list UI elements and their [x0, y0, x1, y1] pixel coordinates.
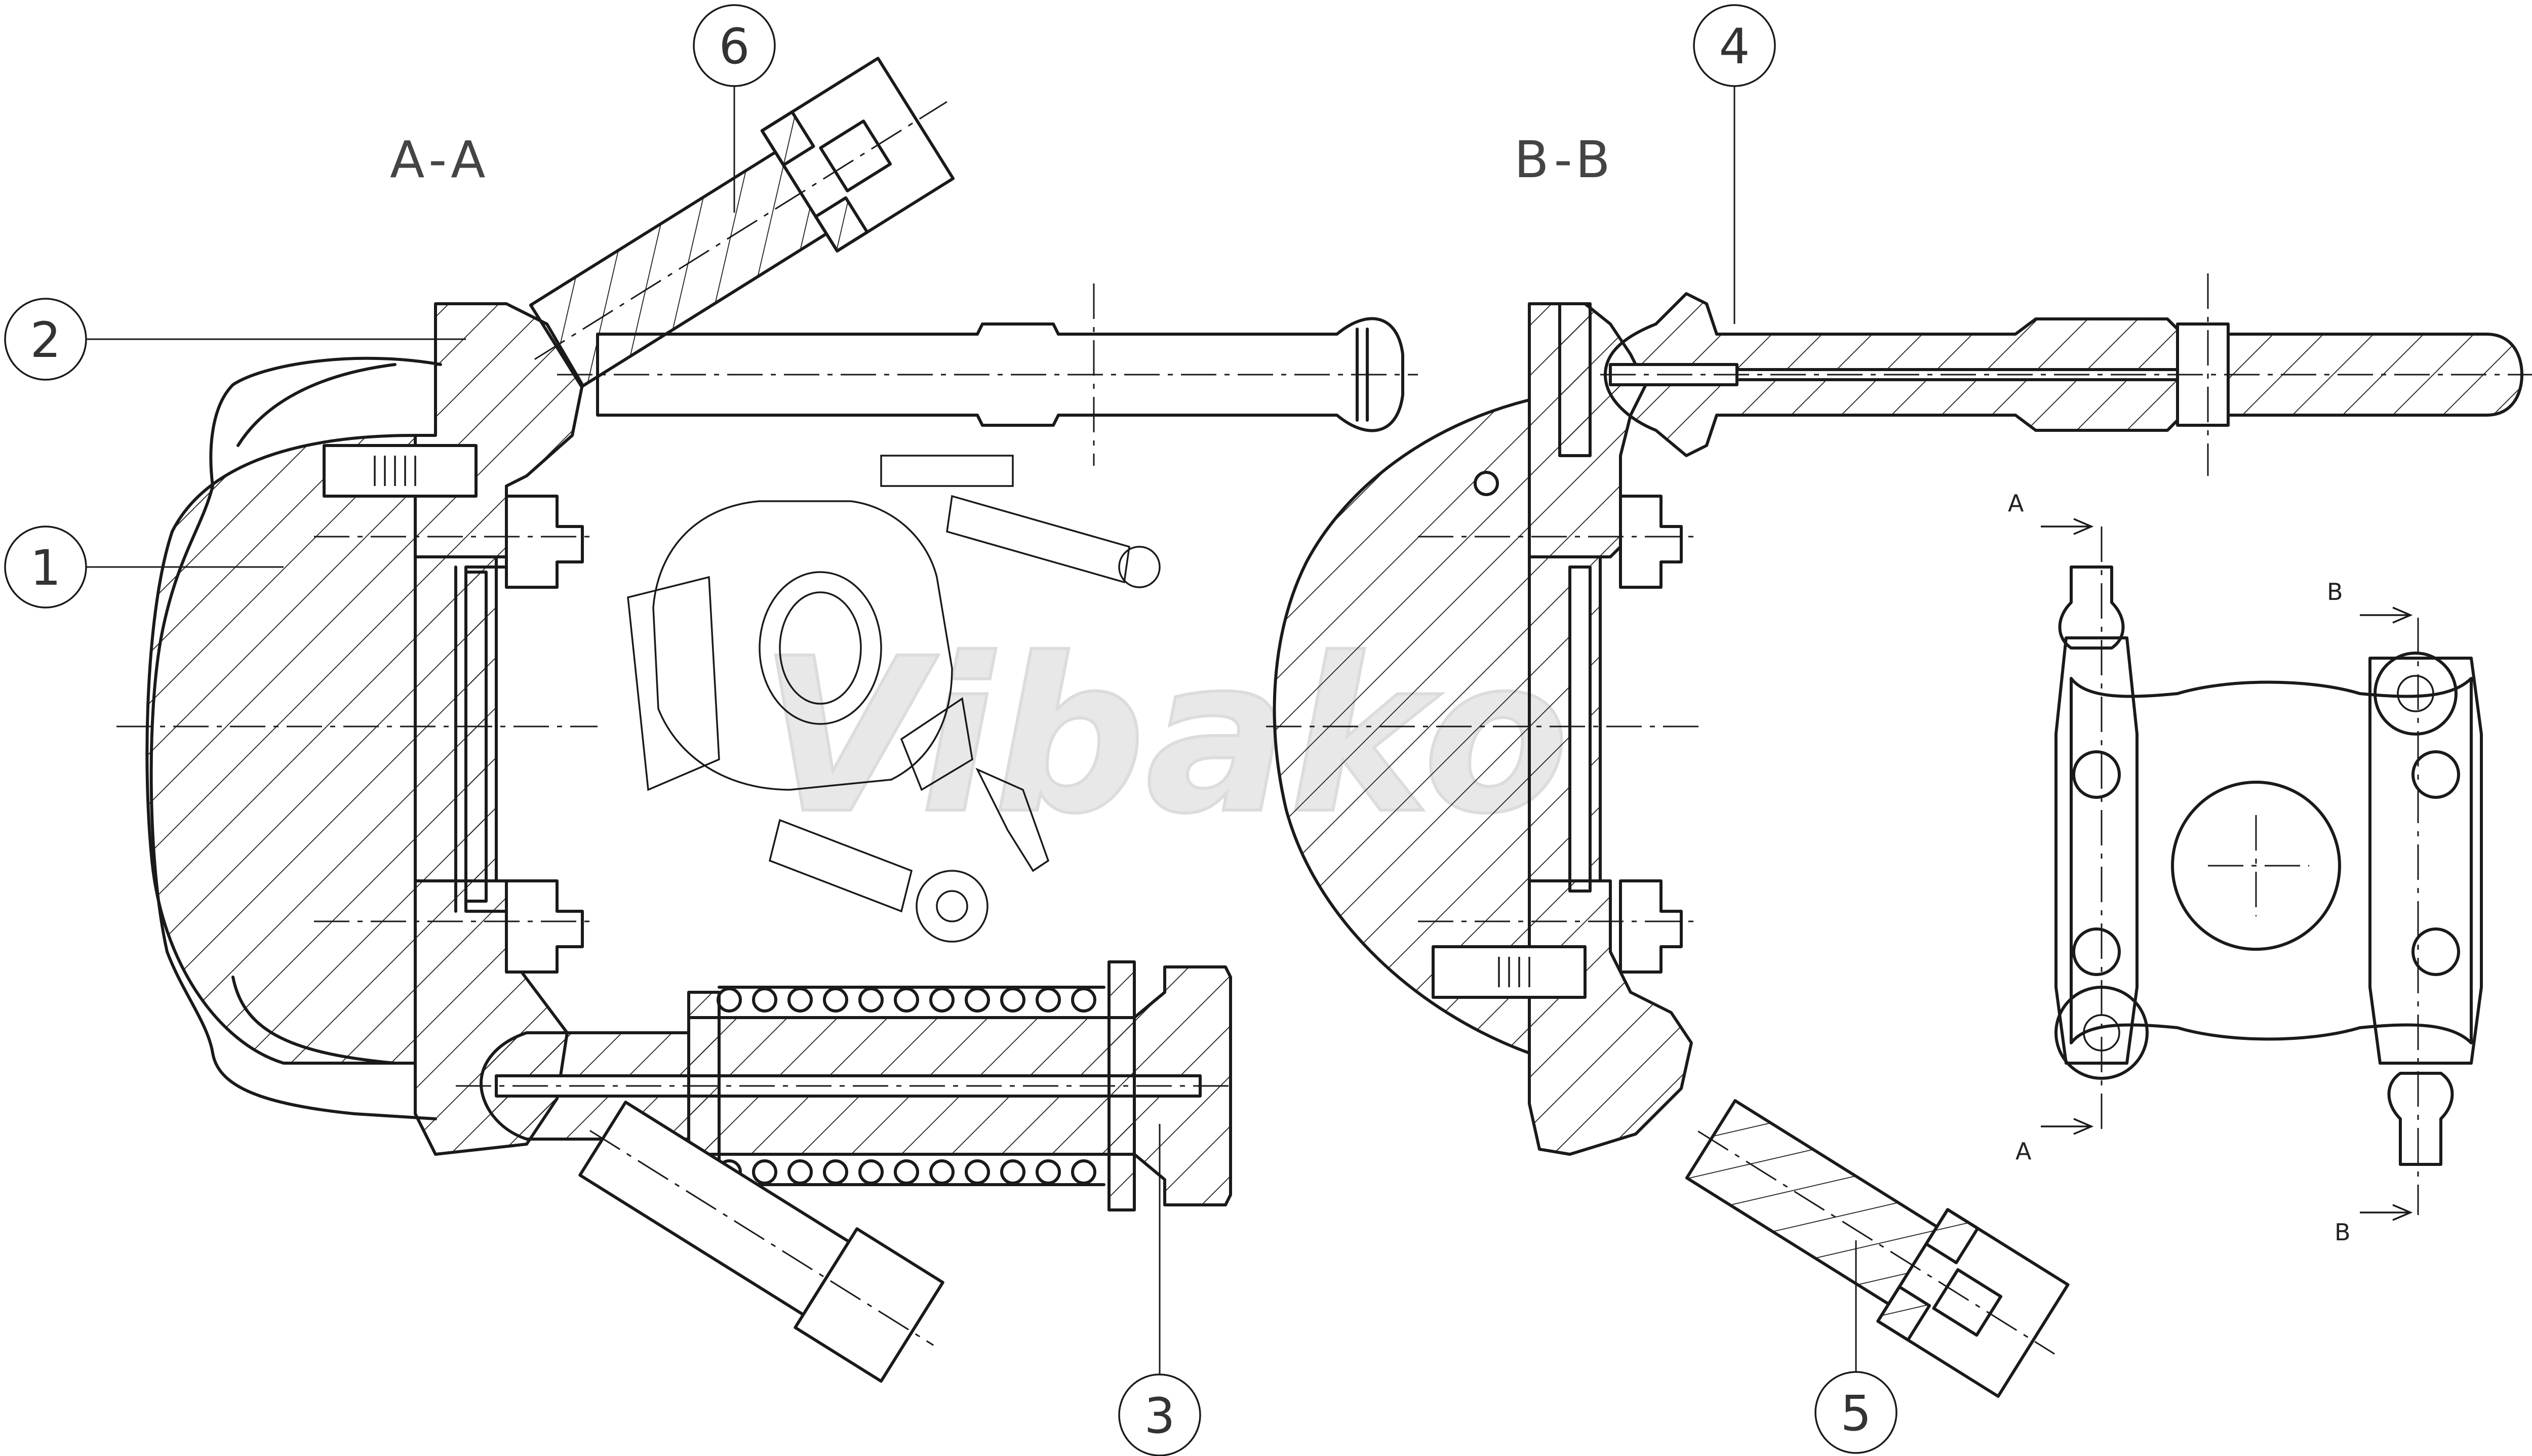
part-3-bore	[495, 1074, 1202, 1098]
bolt-upper	[505, 495, 584, 589]
balloon-1: 1	[4, 525, 284, 609]
balloon-6: 6	[693, 4, 776, 213]
section-title-bb: B-B	[1514, 130, 1615, 189]
cut-marker-b-bottom: B	[2335, 1219, 2351, 1246]
balloon-4-label: 4	[1719, 18, 1750, 75]
front-port-top	[2373, 652, 2458, 736]
cut-marker-a-top: A	[2008, 490, 2024, 517]
bb-plate-seal	[1568, 565, 1592, 893]
front-left-arm	[2054, 636, 2139, 1065]
balloon-3: 3	[1118, 1124, 1201, 1456]
bolt-lower	[505, 879, 584, 974]
front-body	[2070, 677, 2473, 1044]
balloon-2: 2	[4, 298, 466, 381]
isometric-caliper-sketch	[627, 455, 1161, 943]
arrow-b-top	[2360, 606, 2413, 624]
spring-coils-bottom	[717, 1159, 1096, 1185]
part-6-fitting	[529, 57, 955, 388]
arrow-a-top	[2041, 518, 2094, 535]
screw-upper	[323, 444, 478, 498]
front-nipple-top	[2058, 565, 2125, 650]
front-bore-cross	[2208, 815, 2309, 916]
front-right-arm	[2368, 657, 2483, 1065]
bb-bolt-upper	[1619, 495, 1683, 589]
part-5-fitting	[1685, 1099, 2070, 1398]
balloon-5: 5	[1814, 1240, 1897, 1454]
bb-pin-head	[1558, 302, 1592, 457]
part-1-body	[145, 434, 417, 1065]
balloon-2-label: 2	[30, 312, 61, 369]
balloon-1-label: 1	[30, 540, 61, 596]
bb-screw-thread	[1498, 957, 1530, 987]
front-view: A A B B	[2008, 490, 2483, 1246]
front-hole-4	[2411, 927, 2460, 976]
outer-shell-lower	[231, 976, 397, 1065]
arrow-a-bottom	[2041, 1118, 2094, 1135]
section-aa-view	[116, 57, 1418, 1383]
balloon-5-label: 5	[1840, 1385, 1871, 1442]
bb-dowel	[1474, 471, 1499, 496]
screw-thread	[374, 456, 416, 486]
balloon-3-label: 3	[1144, 1388, 1175, 1444]
spring-coils-top	[717, 987, 1096, 1013]
front-hole-1	[2072, 750, 2121, 799]
section-title-aa: A-A	[390, 130, 491, 189]
cut-marker-b-top: B	[2327, 578, 2343, 605]
front-hole-3	[2072, 927, 2121, 976]
balloon-6-label: 6	[719, 18, 749, 75]
spring-outline	[718, 986, 1105, 1186]
lower-hose	[578, 1101, 944, 1383]
arrow-b-bottom	[2360, 1204, 2413, 1221]
cut-marker-a-bottom: A	[2015, 1138, 2032, 1165]
spring-retainer	[1107, 960, 1136, 1211]
bb-bolt-lower	[1619, 879, 1683, 974]
outer-shell-inner	[236, 363, 397, 447]
front-nipple-bottom	[2387, 1072, 2454, 1166]
outer-shell	[149, 356, 442, 1120]
piston-seal	[464, 571, 488, 903]
balloon-4: 4	[1693, 4, 1776, 324]
front-hole-2	[2411, 750, 2460, 799]
front-bore	[2171, 781, 2341, 951]
section-bb-view	[1266, 273, 2532, 1398]
